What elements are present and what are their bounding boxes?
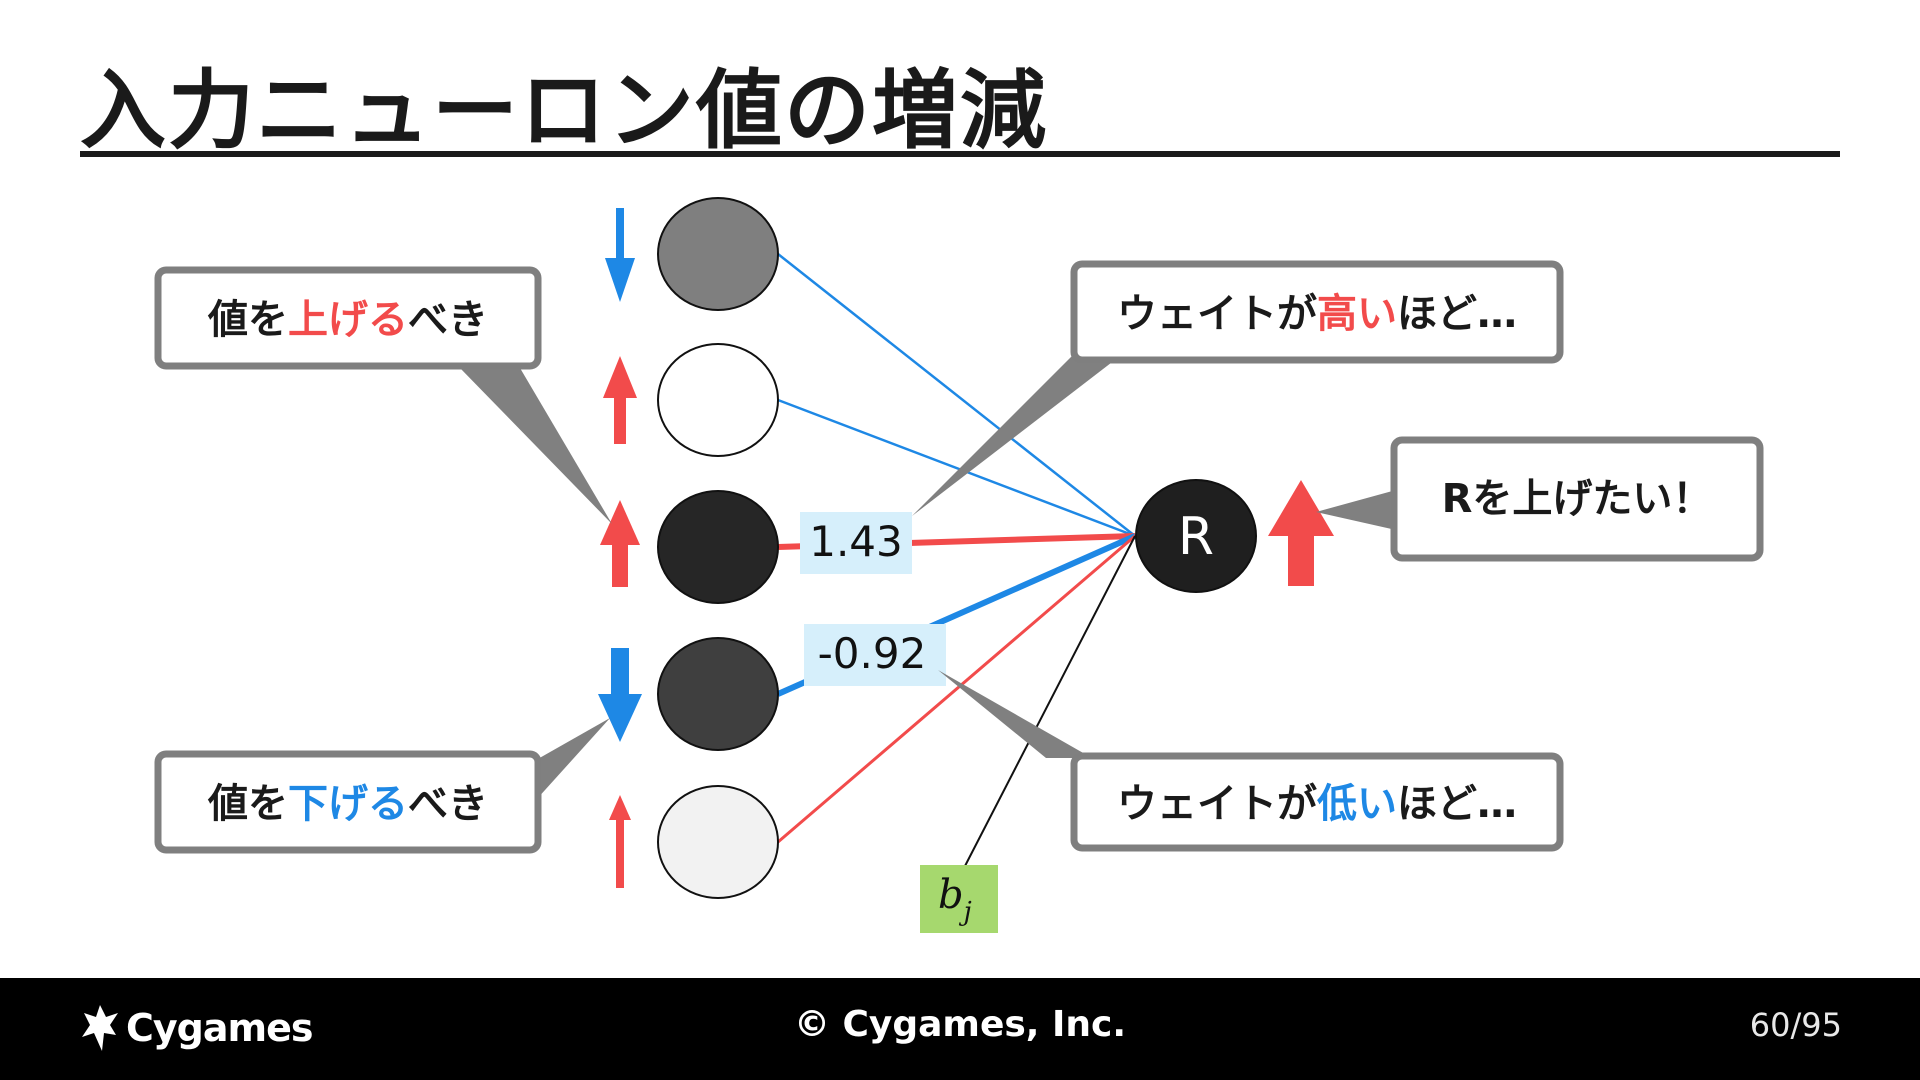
copyright-text: © Cygames, Inc.	[793, 1004, 1127, 1045]
arrow-down-icon	[598, 648, 642, 742]
callout-goal-box	[1390, 436, 1764, 562]
logo-text: Cygames	[126, 1006, 313, 1050]
input-neuron-2	[657, 343, 779, 457]
cygames-mark-icon	[82, 1005, 118, 1051]
output-neuron	[1135, 479, 1257, 593]
title-underline	[80, 151, 1840, 157]
slide-title: 入力ニューロン値の増減	[80, 61, 1048, 161]
callout-raise-box	[154, 266, 542, 370]
footer-bar: Cygames © Cygames, Inc. 60/95	[0, 978, 1920, 1080]
company-logo: Cygames	[80, 1000, 313, 1056]
output-neuron-label: R	[1178, 507, 1214, 567]
callout-tail	[912, 356, 1120, 516]
callout-weight-low-box	[1070, 752, 1564, 852]
weight-label-bg	[804, 624, 946, 686]
callout-lower-box	[154, 750, 542, 854]
callout-tail	[1316, 490, 1396, 530]
input-neuron-3	[657, 490, 779, 604]
input-neuron-5	[657, 785, 779, 899]
callout-lower-text: 値を下げるべき	[207, 781, 488, 827]
callout-tail	[536, 718, 610, 800]
neuron-diagram: R 1.43 -0.92 bj 値を上げるべき 値を下げるべき ウ	[154, 197, 1764, 933]
arrow-up-icon	[603, 356, 637, 444]
bias-line	[964, 535, 1136, 867]
input-neuron-4	[657, 637, 779, 751]
bias-label-bg	[920, 865, 998, 933]
connection-line-1	[777, 253, 1136, 537]
connection-line-2	[777, 398, 1136, 538]
weight-label-bg	[800, 512, 912, 574]
weight-high-value: 1.43	[809, 517, 903, 566]
input-neuron-1	[657, 197, 779, 311]
callout-tail	[460, 368, 612, 524]
callout-weight-high-box	[1070, 260, 1564, 364]
page-number: 60/95	[1749, 1006, 1842, 1044]
arrow-down-icon	[605, 208, 635, 302]
callout-weight-high-text: ウェイトが高いほど…	[1117, 291, 1517, 337]
arrow-up-icon	[600, 500, 640, 587]
weight-low-value: -0.92	[818, 629, 927, 678]
large-up-arrow-icon	[1268, 480, 1334, 586]
connection-line-5	[777, 534, 1136, 844]
bias-label: bj	[938, 872, 972, 927]
arrow-up-icon	[609, 795, 631, 888]
callout-goal-text: Rを上げたい！	[1442, 476, 1713, 522]
callout-tail	[938, 670, 1092, 758]
callout-raise-text: 値を上げるべき	[207, 297, 488, 343]
callout-weight-low-text: ウェイトが低いほど…	[1117, 781, 1517, 827]
